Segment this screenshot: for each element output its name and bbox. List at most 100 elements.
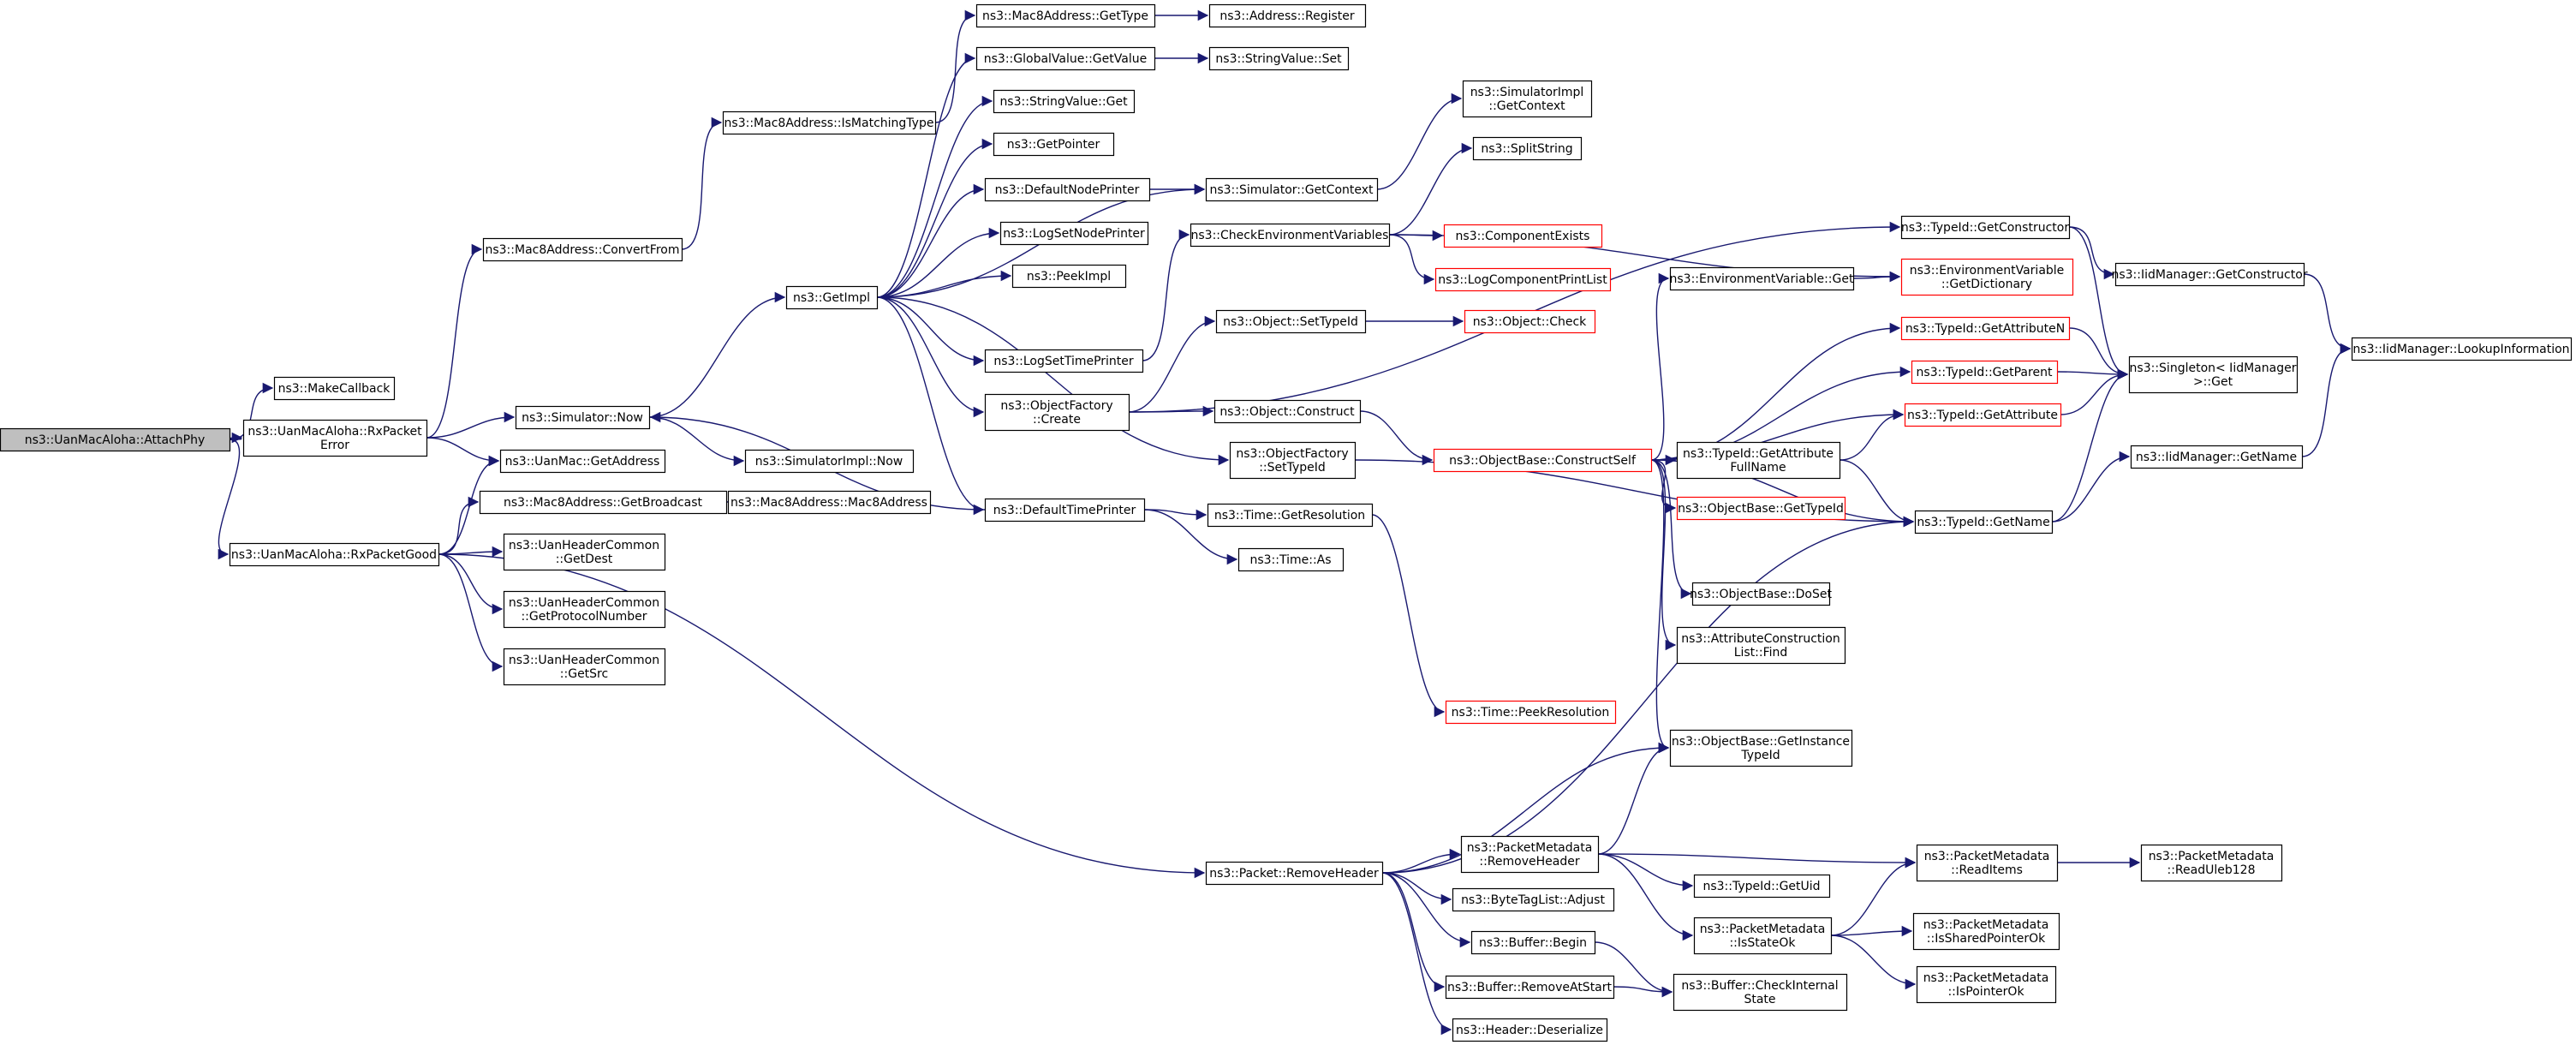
node-makecb[interactable]: ns3::MakeCallback (273, 376, 396, 401)
node-bufremstart[interactable]: ns3::Buffer::RemoveAtStart (1445, 975, 1615, 1000)
node-box (727, 490, 932, 515)
node-getproto[interactable]: ns3::UanHeaderCommon::GetProtocolNumber (503, 590, 666, 629)
node-label: ::ReadItems (1951, 863, 2023, 877)
node-getdest[interactable]: ns3::UanHeaderCommon::GetDest (503, 533, 666, 571)
node-tidgetctor[interactable]: ns3::TypeId::GetConstructor (1901, 215, 2071, 240)
node-label: ns3::ObjectBase::ConstructSelf (1449, 454, 1637, 468)
node-singletonget[interactable]: ns3::Singleton< IidManager>::Get (2128, 355, 2299, 394)
node-label: ::GetDictionary (1941, 278, 2032, 291)
node-objcheck[interactable]: ns3::Object::Check (1464, 309, 1596, 334)
node-envget[interactable]: ns3::EnvironmentVariable::Get (1669, 266, 1855, 291)
node-label: ns3::TypeId::GetAttribute (1683, 447, 1834, 461)
edge-pmisstateok-to-pmisptr (1830, 935, 1917, 990)
node-simgetctx[interactable]: ns3::Simulator::GetContext (1205, 177, 1379, 202)
node-box (1205, 177, 1379, 202)
node-box (1464, 309, 1596, 334)
node-timeas[interactable]: ns3::Time::As (1237, 547, 1345, 572)
edge-rxgood-to-getsrc (438, 553, 504, 672)
node-logsetnode[interactable]: ns3::LogSetNodePrinter (999, 221, 1149, 246)
node-box (479, 490, 728, 515)
edge-pktremovehdr-to-bufbegin (1381, 872, 1471, 948)
node-attach[interactable]: ns3::UanMacAloha::AttachPhy (0, 427, 231, 452)
node-pmisstateok[interactable]: ns3::PacketMetadata::IsStateOk (1693, 917, 1833, 955)
edge-tidgetattrfull-to-tidgetattr (1839, 409, 1905, 461)
node-pmisptr[interactable]: ns3::PacketMetadata::IsPointerOk (1916, 965, 2057, 1004)
node-deftimeprinter[interactable]: ns3::DefaultTimePrinter (984, 498, 1146, 522)
node-btladjust[interactable]: ns3::ByteTagList::Adjust (1452, 887, 1615, 912)
node-svset[interactable]: ns3::StringValue::Set (1208, 46, 1350, 71)
node-obdoset[interactable]: ns3::ObjectBase::DoSet (1690, 582, 1832, 606)
node-pktremovehdr[interactable]: ns3::Packet::RemoveHeader (1205, 861, 1384, 886)
node-ismatch[interactable]: ns3::Mac8Address::IsMatchingType (722, 110, 937, 135)
node-envgetdict[interactable]: ns3::EnvironmentVariable::GetDictionary (1900, 258, 2074, 296)
node-label: ns3::TypeId::GetAttribute (1907, 409, 2058, 422)
node-iidlookup[interactable]: ns3::IidManager::LookupInformation (2351, 337, 2573, 361)
node-label: TypeId (1740, 749, 1780, 762)
node-getsrc[interactable]: ns3::UanHeaderCommon::GetSrc (503, 648, 666, 686)
node-simimplnow[interactable]: ns3::SimulatorImpl::Now (744, 449, 915, 474)
node-tidgetattrn[interactable]: ns3::TypeId::GetAttributeN (1900, 316, 2071, 341)
node-pmreadleb[interactable]: ns3::PacketMetadata::ReadUleb128 (2140, 844, 2283, 882)
node-bufbegin[interactable]: ns3::Buffer::Begin (1470, 930, 1596, 955)
node-box (1207, 503, 1374, 528)
node-objconstruct[interactable]: ns3::Object::Construct (1213, 399, 1362, 424)
node-label: ::IsStateOk (1729, 936, 1796, 950)
node-iidgetname[interactable]: ns3::IidManager::GetName (2130, 445, 2304, 469)
node-obconstructself[interactable]: ns3::ObjectBase::ConstructSelf (1433, 448, 1653, 473)
node-rxgood[interactable]: ns3::UanMacAloha::RxPacketGood (229, 542, 440, 567)
node-ofsettypeid[interactable]: ns3::ObjectFactory::SetTypeId (1229, 441, 1357, 480)
node-svget[interactable]: ns3::StringValue::Get (993, 89, 1136, 114)
node-simimplgetctx[interactable]: ns3::SimulatorImpl::GetContext (1462, 80, 1593, 118)
node-mac8ctor[interactable]: ns3::Mac8Address::Mac8Address (727, 490, 932, 515)
node-uangetaddr[interactable]: ns3::UanMac::GetAddress (499, 449, 666, 474)
node-label: ns3::StringValue::Get (999, 95, 1128, 109)
node-tidgetattr[interactable]: ns3::TypeId::GetAttribute (1904, 403, 2062, 427)
node-splitstring[interactable]: ns3::SplitString (1472, 136, 1583, 161)
node-simnow[interactable]: ns3::Simulator::Now (515, 405, 651, 430)
node-box (1669, 266, 1855, 291)
node-defnodeprinter[interactable]: ns3::DefaultNodePrinter (984, 177, 1151, 202)
node-addrreg[interactable]: ns3::Address::Register (1208, 3, 1367, 28)
node-tidgetparent[interactable]: ns3::TypeId::GetParent (1911, 360, 2059, 385)
node-logcompprint[interactable]: ns3::LogComponentPrintList (1434, 267, 1612, 292)
node-pmreaditems[interactable]: ns3::PacketMetadata::ReadItems (1916, 844, 2059, 882)
node-label: ns3::PacketMetadata (1700, 923, 1826, 936)
node-pmisshared[interactable]: ns3::PacketMetadata::IsSharedPointerOk (1912, 912, 2060, 951)
node-tidgetuid[interactable]: ns3::TypeId::GetUid (1693, 874, 1831, 899)
node-label: ::Create (1033, 413, 1081, 427)
node-label: ns3::IidManager::LookupInformation (2352, 343, 2569, 356)
node-obgettypeid[interactable]: ns3::ObjectBase::GetTypeId (1676, 496, 1846, 521)
edge-objfactcreate-to-objsettypeid (1128, 315, 1216, 413)
node-gvgetval[interactable]: ns3::GlobalValue::GetValue (975, 46, 1156, 71)
node-getimpl[interactable]: ns3::GetImpl (785, 285, 879, 310)
node-mac8gettype[interactable]: ns3::Mac8Address::GetType (975, 3, 1156, 28)
node-label: List::Find (1734, 646, 1788, 660)
node-label: ns3::Simulator::GetContext (1209, 183, 1374, 197)
node-checkenv[interactable]: ns3::CheckEnvironmentVariables (1190, 223, 1391, 248)
node-compexists[interactable]: ns3::ComponentExists (1443, 224, 1603, 248)
edge-pmremovehdr-to-tidgetuid (1597, 853, 1694, 892)
node-getptr[interactable]: ns3::GetPointer (993, 132, 1115, 157)
node-getbcast[interactable]: ns3::Mac8Address::GetBroadcast (479, 490, 728, 515)
node-label: ns3::MakeCallback (278, 382, 391, 396)
node-hdrdeser[interactable]: ns3::Header::Deserialize (1452, 1018, 1608, 1042)
node-label: ns3::ObjectBase::DoSet (1690, 588, 1832, 601)
node-convfrom[interactable]: ns3::Mac8Address::ConvertFrom (482, 237, 683, 262)
node-box (2140, 844, 2283, 882)
node-pmremovehdr[interactable]: ns3::PacketMetadata::RemoveHeader (1460, 835, 1600, 874)
node-timegetres[interactable]: ns3::Time::GetResolution (1207, 503, 1374, 528)
node-box (984, 177, 1151, 202)
node-objfactcreate[interactable]: ns3::ObjectFactory::Create (984, 393, 1130, 432)
node-iidgetctor[interactable]: ns3::IidManager::GetConstructor (2111, 262, 2308, 287)
node-peekimpl[interactable]: ns3::PeekImpl (1011, 264, 1127, 289)
node-logsettime[interactable]: ns3::LogSetTimePrinter (984, 349, 1144, 373)
node-tidgetname[interactable]: ns3::TypeId::GetName (1914, 510, 2054, 534)
node-objsettypeid[interactable]: ns3::Object::SetTypeId (1215, 309, 1367, 334)
node-label: ns3::LogComponentPrintList (1438, 273, 1607, 287)
node-timepeekres[interactable]: ns3::Time::PeekResolution (1445, 700, 1617, 725)
